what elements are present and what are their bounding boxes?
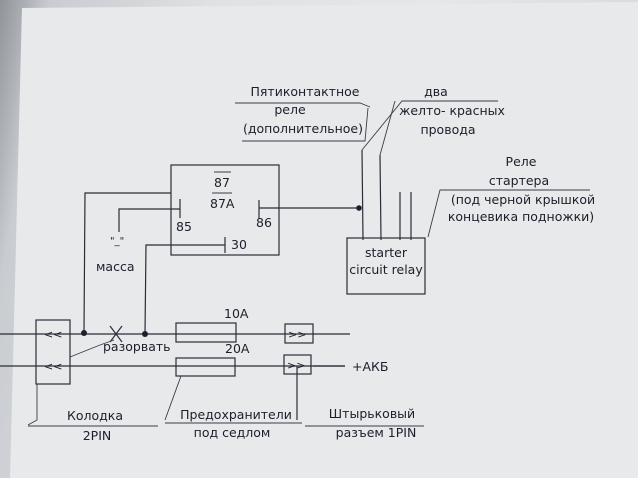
junction-left	[81, 330, 87, 336]
connector-2pin-body	[35, 319, 71, 385]
pin-86-label: 86	[256, 215, 272, 230]
starter-relay-leader	[427, 189, 590, 238]
ground-label: масса	[96, 259, 135, 274]
pin-87a-label: 87A	[210, 196, 235, 211]
connector-1pin: >> >> +АКБ Штырьковый разъем 1PIN	[283, 323, 424, 440]
fuses-label-line2: под седлом	[194, 425, 271, 440]
starter-circuit-relay: starter circuit relay	[346, 237, 426, 295]
five-pin-relay-label-line3: (дополнительное)	[243, 121, 363, 136]
five-pin-relay: 87 87A 85 86 30	[170, 164, 280, 256]
connector-1pin-top	[284, 323, 314, 344]
fuse-20a-label: 20A	[225, 341, 250, 356]
connector-2pin-chevron-bottom: <<	[44, 360, 62, 373]
starter-wire-2	[379, 154, 382, 241]
fuses: 10A 20A Предохранители под седлом	[164, 306, 302, 440]
starter-relay-text-line2: circuit relay	[349, 262, 423, 277]
fuse-10a	[175, 322, 237, 343]
cut-label: разорвать	[103, 339, 171, 354]
relay-body	[170, 164, 280, 256]
connector-1pin-label-line1: Штырьковый	[329, 406, 415, 421]
two-wires-label-line3: провода	[420, 122, 475, 137]
two-wires-label: два желто- красных провода	[361, 84, 505, 156]
wire-30-down	[144, 244, 225, 335]
five-pin-relay-leader	[242, 107, 369, 142]
two-wires-leader-a	[361, 100, 498, 151]
starter-relay-label-line4: концевика подножки)	[448, 209, 594, 224]
two-wires-leader-b	[379, 100, 396, 156]
five-pin-relay-label-line1: Пятиконтактное	[251, 84, 360, 99]
connector-1pin-label-line2: разъем 1PIN	[336, 425, 417, 440]
starter-relay-body	[346, 237, 426, 295]
connector-1pin-bottom	[283, 354, 312, 375]
connector-2pin-leader	[27, 384, 38, 426]
junction-86	[356, 205, 362, 211]
wire-87a-to-connector	[83, 192, 171, 332]
fuses-leader	[164, 375, 182, 421]
starter-relay-label-line2: стартера	[489, 173, 549, 188]
five-pin-relay-label-line2: реле	[274, 102, 306, 117]
connector-1pin-bottom-chevron: >>	[287, 359, 305, 372]
starter-relay-label: Реле стартера (под черной крышкой концев…	[427, 154, 595, 238]
paper-sheet	[10, 2, 638, 478]
fuse-20a	[175, 357, 236, 377]
pin-87-label: 87	[214, 175, 230, 190]
cut-mark-b	[109, 325, 123, 343]
two-wires-label-line1: два	[424, 84, 448, 99]
cut-leader	[69, 339, 115, 358]
two-wires-label-line2: желто- красных	[399, 103, 505, 118]
fuse-10a-label: 10A	[224, 306, 249, 321]
junction-right	[142, 331, 148, 337]
ground-wire	[118, 208, 180, 232]
starter-relay-text-line1: starter	[365, 245, 408, 260]
pin-85-label: 85	[176, 219, 192, 234]
five-pin-relay-underline	[235, 102, 371, 108]
five-pin-relay-label: Пятиконтактное реле (дополнительное)	[235, 84, 371, 142]
connector-1pin-top-chevron: >>	[288, 328, 306, 341]
battery-label: +АКБ	[352, 359, 388, 374]
fuses-label-line1: Предохранители	[180, 407, 292, 422]
connector-2pin-label-line2: 2PIN	[83, 428, 112, 443]
starter-relay-label-line1: Реле	[506, 154, 537, 169]
connector-2pin-chevron-top: <<	[44, 328, 62, 341]
ground-connection: "_" масса	[96, 208, 180, 274]
connector-2pin: << << Колодка 2PIN	[27, 319, 158, 443]
ground-symbol: "_"	[110, 236, 124, 247]
starter-wire-1	[361, 149, 364, 241]
pin-30-label: 30	[231, 237, 247, 252]
wires: разорвать	[0, 149, 412, 420]
connector-2pin-label-line1: Колодка	[67, 408, 123, 423]
starter-relay-label-line3: (под черной крышкой	[451, 192, 595, 207]
